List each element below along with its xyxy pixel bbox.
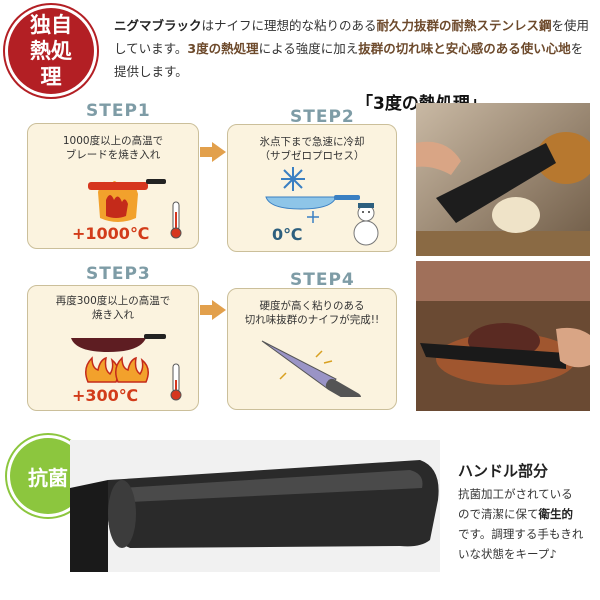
thermometer-icon [170,201,182,239]
knife-cutting-onion-photo [416,103,590,256]
knife-slicing-meat-photo [416,261,590,411]
meat-photo-image [416,261,590,411]
step4-card: 硬度が高く粘りのある 切れ味抜群のナイフが完成!! [227,288,397,410]
step3-line2: 焼き入れ [92,309,134,321]
step1-card: 1000度以上の高温で ブレードを焼き入れ +1000℃ [27,123,199,249]
intro-paragraph: ニグマブラックはナイフに理想的な粘りのある耐久力抜群の耐熱ステンレス鋼を使用して… [114,14,594,83]
step2-temp: 0℃ [272,225,303,244]
step-arrow-2 [200,300,226,320]
handle-description: 抗菌加工がされている ので清潔に保て衛生的 です。調理する手もきれ いな状態をキ… [458,484,596,564]
hot-pan-fire-icon [71,334,166,383]
onion-photo-image [416,103,590,256]
knife-handle-image [70,440,440,572]
antibacterial-badge-text: 抗菌 [28,465,68,490]
handle-desc-hygienic: 衛生的 [538,507,574,521]
step1-temp: +1000℃ [72,224,150,243]
intro-text-2: を使用しています。 [114,18,590,56]
step2-card: 氷点下まで急速に冷却 （サブゼロプロセス） 0℃ [227,124,397,252]
handle-svg [70,460,439,572]
step1-label: STEP1 [86,101,151,121]
intro-highlight-2: 3度の熱処理 [187,41,259,56]
arrow-body [200,147,212,157]
cold-pan-snowflake-icon [265,167,360,223]
arrow-head [212,300,226,320]
step2-line2: （サブゼロプロセス） [259,150,365,162]
arrow-head [212,142,226,162]
intro-highlight-1: 耐久力抜群の耐熱ステンレス鋼 [376,18,552,33]
original-heat-treatment-badge: 独自 熱処理 [8,8,94,94]
intro-text-4: を提供します。 [114,41,584,79]
step3-label: STEP3 [86,264,151,284]
handle-desc-line4: いな状態をキープ♪ [458,547,557,561]
step3-card: 再度300度以上の高温で 焼き入れ +300℃ [27,285,199,411]
step2-label: STEP2 [290,107,355,127]
brand-name: ニグマブラック [114,18,202,33]
step4-label: STEP4 [290,270,355,290]
step3-line1: 再度300度以上の高温で [55,295,171,307]
finished-knife-icon [261,340,362,397]
step1-line1: 1000度以上の高温で [62,135,164,147]
badge-line2: 熱処理 [30,39,72,89]
step4-line2: 切れ味抜群のナイフが完成!! [244,314,380,326]
handle-desc-line2-text: ので清潔に保て [458,507,539,521]
handle-desc-line2: ので清潔に保て衛生的 [458,504,596,524]
intro-text-3: による強度に加え [258,41,359,56]
arrow-body [200,305,212,315]
step4-line1: 硬度が高く粘りのある [259,300,365,312]
handle-section-title: ハンドル部分 [458,462,549,480]
step2-line1: 氷点下まで急速に冷却 [259,136,365,148]
intro-text-1: はナイフに理想的な粘りのある [201,18,377,33]
badge-text: 独自 熱処理 [23,12,79,90]
handle-desc-line3: です。調理する手もきれ [458,527,584,541]
step3-temp: +300℃ [72,386,139,405]
intro-highlight-3: 抜群の切れ味と安心感のある使い心地 [358,41,571,56]
snowman-icon [353,203,379,246]
step-arrow-1 [200,142,226,162]
step1-line2: ブレードを焼き入れ [65,149,161,161]
hot-pan-fire-icon [88,179,166,222]
handle-desc-line1: 抗菌加工がされている [458,487,573,501]
badge-line1: 独自 [30,13,72,37]
thermometer-icon [170,363,182,401]
